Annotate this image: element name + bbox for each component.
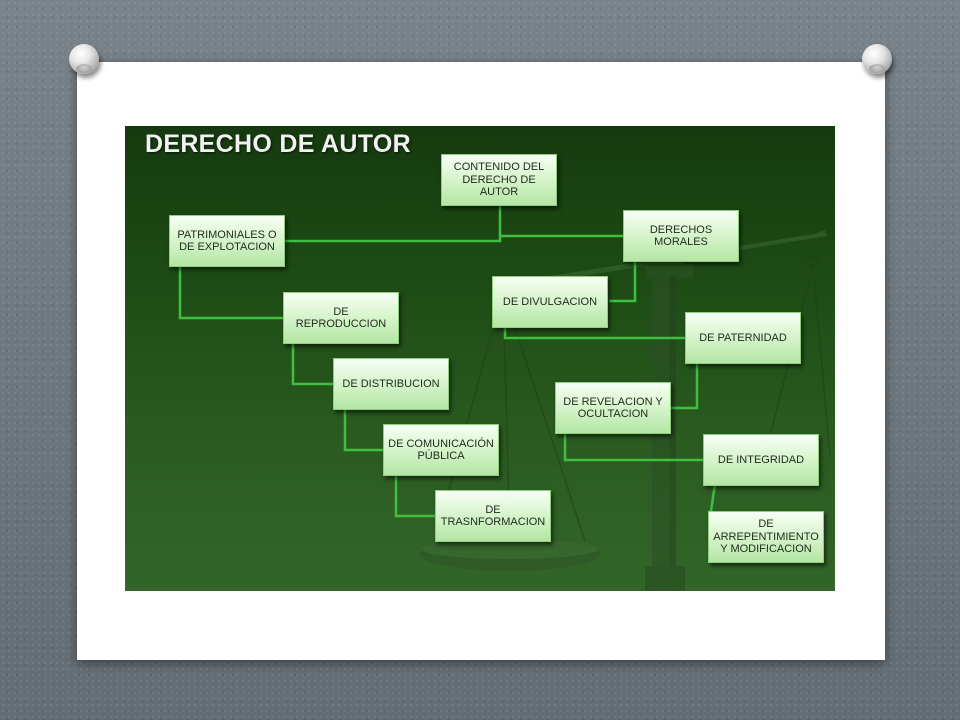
node-contenido: CONTENIDO DEL DERECHO DE AUTOR (441, 154, 557, 206)
node-divulgacion: DE DIVULGACION (492, 276, 608, 328)
connector-lines (178, 206, 717, 518)
pushpin-icon (69, 44, 99, 74)
node-paternidad: DE PATERNIDAD (685, 312, 801, 364)
pushpin-icon (862, 44, 892, 74)
node-arrepentimiento: DE ARREPENTIMIENTO Y MODIFICACION (708, 511, 824, 563)
node-patrimoniales: PATRIMONIALES O DE EXPLOTACION (169, 215, 285, 267)
node-transformacion: DE TRASNFORMACION (435, 490, 551, 542)
diagram-slide: DERECHO DE AUTOR CONTENIDO DEL DERECHO D… (125, 126, 835, 591)
node-derechos-morales: DERECHOS MORALES (623, 210, 739, 262)
page-title: DERECHO DE AUTOR (145, 130, 411, 158)
node-comunicacion: DE COMUNICACIÓN PÚBLICA (383, 424, 499, 476)
node-integridad: DE INTEGRIDAD (703, 434, 819, 486)
node-distribucion: DE DISTRIBUCION (333, 358, 449, 410)
node-reproduccion: DE REPRODUCCION (283, 292, 399, 344)
node-revelacion: DE REVELACION Y OCULTACION (555, 382, 671, 434)
